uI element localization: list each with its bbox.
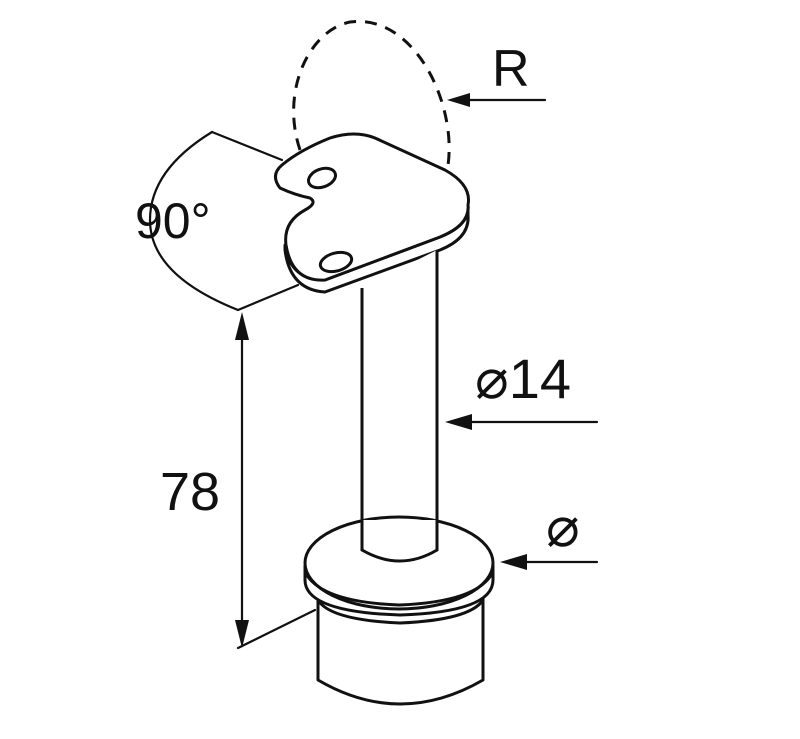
radius-label: R	[492, 40, 530, 98]
radius-dimension: R	[447, 40, 547, 107]
height-dimension: 78	[160, 312, 317, 650]
fixing-hole-lower	[318, 250, 354, 274]
tube-diameter-dimension: ⌀14	[445, 347, 599, 430]
fixing-hole-upper	[306, 166, 338, 190]
base-diameter-dimension: ⌀	[500, 495, 599, 570]
handrail-outline	[292, 19, 451, 240]
stem-tube	[360, 250, 439, 561]
height-label: 78	[160, 462, 220, 522]
tube-diameter-label: ⌀14	[475, 347, 571, 410]
base-flange	[303, 513, 495, 706]
mounting-plate	[274, 132, 471, 294]
angle-dimension: 90°	[135, 130, 300, 312]
angle-label: 90°	[135, 193, 211, 249]
base-diameter-label: ⌀	[546, 495, 580, 558]
